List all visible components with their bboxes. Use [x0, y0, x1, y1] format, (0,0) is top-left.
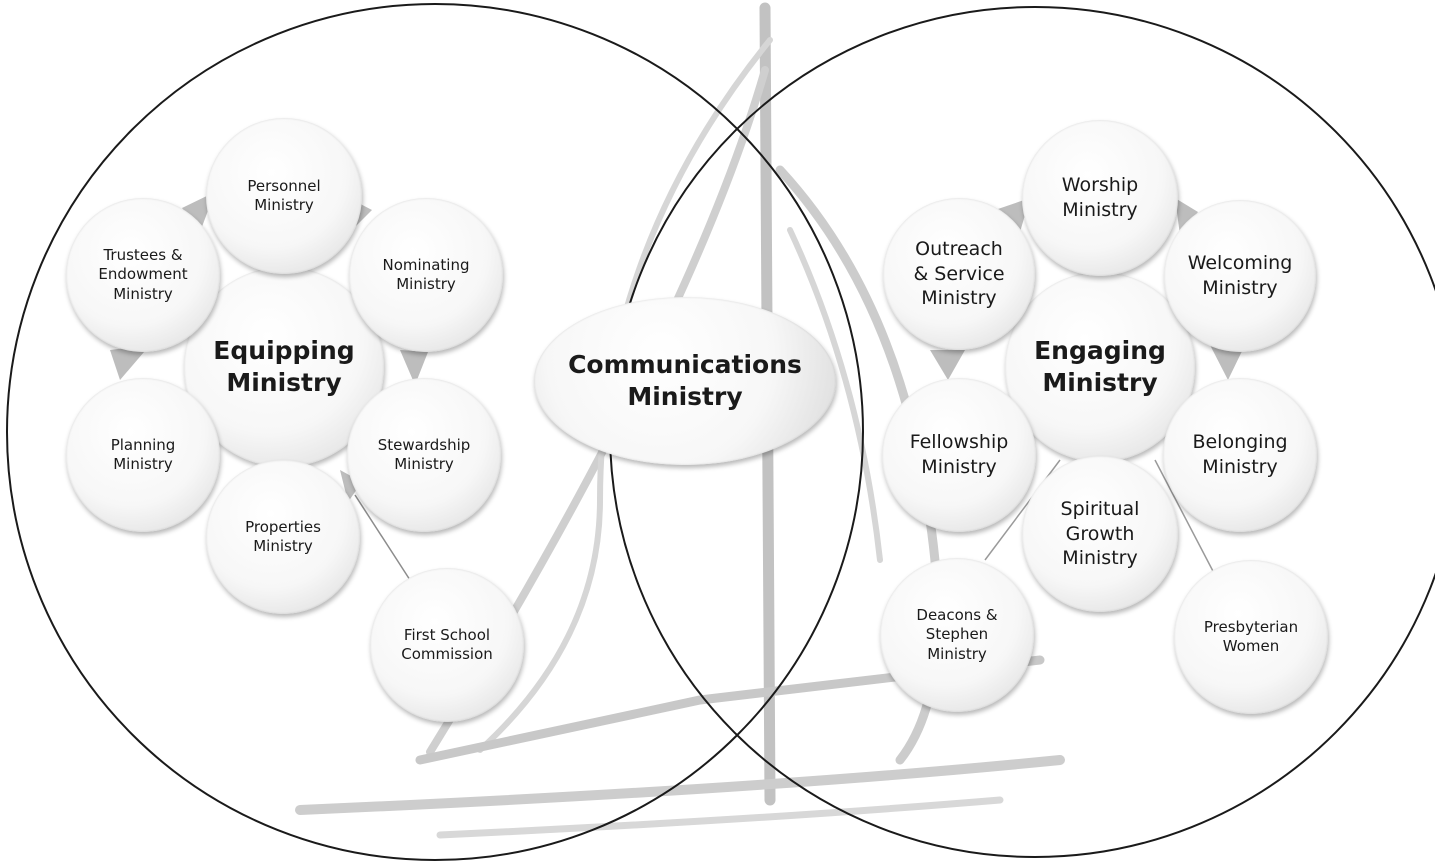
presbyterian-women-node: Presbyterian Women — [1174, 560, 1328, 714]
stewardship-ministry-node: Stewardship Ministry — [347, 378, 501, 532]
planning-ministry-label: Planning Ministry — [110, 435, 176, 474]
planning-ministry-node: Planning Ministry — [66, 378, 220, 532]
communications-ministry-node: Communications Ministry — [534, 297, 836, 465]
trustees-endowment-ministry-node: Trustees & Endowment Ministry — [66, 198, 220, 352]
personnel-ministry-label: Personnel Ministry — [247, 176, 321, 215]
welcoming-ministry-label: Welcoming Ministry — [1187, 252, 1293, 299]
equipping-ministry-label: Equipping Ministry — [213, 335, 355, 398]
worship-ministry-node: Worship Ministry — [1022, 120, 1178, 276]
presbyterian-women-label: Presbyterian Women — [1203, 617, 1299, 656]
spiritual-growth-ministry-label: Spiritual Growth Ministry — [1060, 497, 1140, 570]
properties-ministry-node: Properties Ministry — [206, 460, 360, 614]
first-school-commission-label: First School Commission — [401, 625, 493, 664]
belonging-ministry-node: Belonging Ministry — [1163, 378, 1317, 532]
sailboat-watermark — [295, 2, 1065, 839]
nominating-ministry-label: Nominating Ministry — [382, 255, 470, 294]
fellowship-ministry-node: Fellowship Ministry — [882, 378, 1036, 532]
women-connector — [1154, 459, 1216, 576]
nominating-ministry-node: Nominating Ministry — [349, 198, 503, 352]
personnel-ministry-node: Personnel Ministry — [206, 118, 362, 274]
stewardship-ministry-label: Stewardship Ministry — [377, 435, 471, 474]
communications-ministry-label: Communications Ministry — [568, 349, 802, 412]
equipping-ministry-node: Equipping Ministry — [184, 267, 384, 467]
first-school-connector — [354, 494, 411, 581]
deacons-stephen-ministry-node: Deacons & Stephen Ministry — [880, 558, 1034, 712]
engaging-ministry-label: Engaging Ministry — [1034, 335, 1166, 398]
trustees-endowment-ministry-label: Trustees & Endowment Ministry — [98, 245, 188, 303]
first-school-commission-node: First School Commission — [370, 568, 524, 722]
fellowship-ministry-label: Fellowship Ministry — [909, 431, 1009, 478]
belonging-ministry-label: Belonging Ministry — [1192, 431, 1288, 478]
spiritual-growth-ministry-node: Spiritual Growth Ministry — [1022, 456, 1178, 612]
properties-ministry-label: Properties Ministry — [245, 517, 321, 556]
outreach-service-ministry-label: Outreach & Service Ministry — [913, 237, 1005, 310]
worship-ministry-label: Worship Ministry — [1061, 174, 1139, 221]
deacons-stephen-ministry-label: Deacons & Stephen Ministry — [916, 605, 998, 663]
welcoming-ministry-node: Welcoming Ministry — [1164, 200, 1316, 352]
engaging-connectors — [930, 198, 1245, 380]
engaging-ministry-node: Engaging Ministry — [1005, 272, 1195, 462]
outreach-service-ministry-node: Outreach & Service Ministry — [883, 198, 1035, 350]
equipping-venn-circle — [6, 3, 864, 861]
